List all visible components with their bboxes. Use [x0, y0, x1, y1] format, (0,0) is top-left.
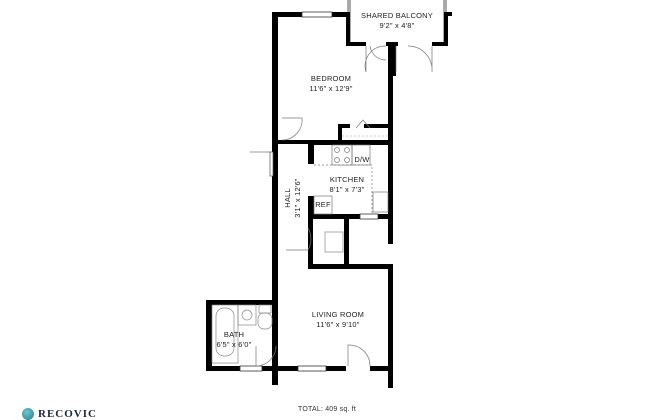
total-area: TOTAL: 409 sq. ft	[298, 406, 356, 413]
door-swings	[250, 45, 433, 367]
room-dims: 6'5" x 6'0"	[216, 340, 252, 349]
room-name: LIVING ROOM	[311, 310, 365, 319]
room-name: BEDROOM	[310, 74, 352, 83]
logo-icon	[22, 408, 34, 420]
closet-fixture	[324, 231, 344, 253]
room-label-living-room: LIVING ROOM 11'6" x 9'10"	[300, 310, 376, 330]
refrigerator-label: REF	[315, 200, 331, 209]
bath-fixtures	[211, 304, 273, 364]
room-label-bedroom: BEDROOM 11'6" x 12'9"	[296, 74, 366, 94]
room-dims: 3'1" x 12'6"	[293, 178, 302, 218]
room-name: BATH	[223, 330, 245, 339]
kitchen-fixtures	[313, 144, 389, 215]
closet-marker	[355, 119, 371, 129]
room-dims: 11'6" x 12'9"	[309, 84, 353, 93]
dishwasher-label: D/W	[354, 155, 370, 164]
walls	[206, 12, 452, 388]
room-label-bath: BATH 6'5" x 6'0"	[214, 330, 254, 350]
windows	[239, 11, 379, 372]
room-name: HALL	[283, 188, 292, 208]
room-name: KITCHEN	[329, 175, 365, 184]
room-dims: 11'6" x 9'10"	[316, 320, 360, 329]
room-label-hall: HALL 3'1" x 12'6"	[283, 173, 303, 223]
room-label-shared-balcony: SHARED BALCONY 9'2" x 4'8"	[360, 11, 434, 31]
room-label-kitchen: KITCHEN 8'1" x 7'3"	[322, 175, 372, 195]
brand-logo: RECOVIC	[22, 408, 97, 420]
brand-name: RECOVIC	[38, 408, 97, 420]
room-name: SHARED BALCONY	[361, 11, 433, 20]
room-dims: 9'2" x 4'8"	[379, 21, 415, 30]
room-dims: 8'1" x 7'3"	[329, 185, 365, 194]
